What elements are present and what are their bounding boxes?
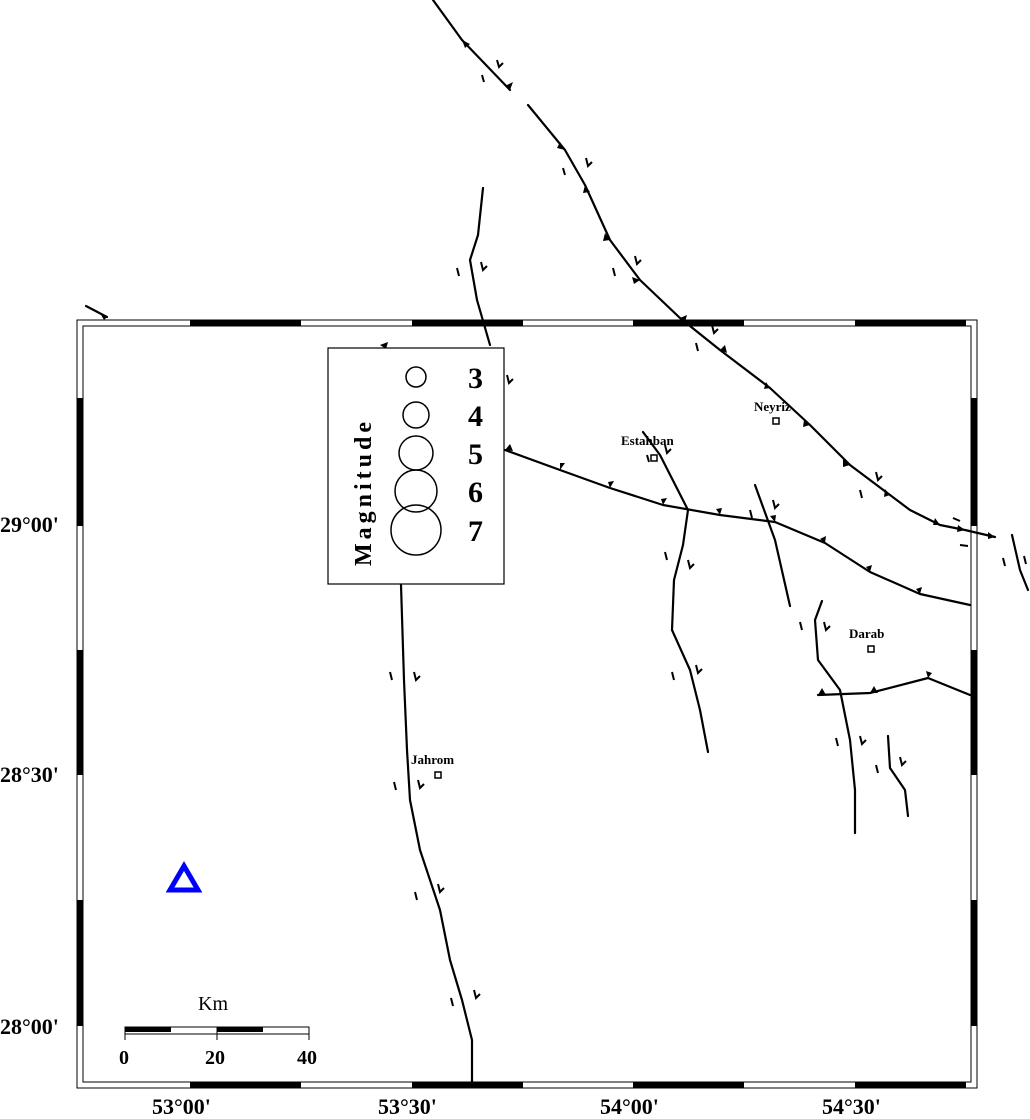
lat-label-29-00: 29°00' bbox=[0, 512, 59, 537]
legend-circle-3 bbox=[405, 366, 427, 388]
strikeslip-arrows bbox=[389, 59, 1027, 1007]
legend-circle-7 bbox=[390, 504, 442, 556]
longitude-labels: 53°00' 53°30' 54°00' 54°30' bbox=[152, 1094, 881, 1119]
city-neyriz: Neyriz bbox=[754, 399, 791, 425]
legend-title: Magnitude bbox=[351, 418, 377, 566]
fault-estahban-thrust bbox=[503, 448, 972, 607]
legend-label-7: 7 bbox=[468, 515, 483, 548]
fault-east-edge bbox=[1010, 533, 1030, 592]
fault-estahban-strikeslip bbox=[641, 430, 710, 754]
faults bbox=[84, 0, 1030, 1084]
magnitude-legend: Magnitude 3 4 5 6 7 bbox=[327, 347, 505, 585]
lat-label-28-00: 28°00' bbox=[0, 1014, 59, 1039]
lon-label-53-00: 53°00' bbox=[152, 1094, 211, 1119]
station-triangle-icon bbox=[165, 861, 203, 893]
legend-circle-4 bbox=[402, 401, 430, 429]
lon-label-54-30: 54°30' bbox=[822, 1094, 881, 1119]
fault-jahrom bbox=[399, 583, 474, 1084]
latitude-labels: 29°00' 28°30' 28°00' bbox=[0, 512, 59, 1039]
scale-bar: Km 0 20 40 bbox=[119, 993, 317, 1069]
lat-label-28-30: 28°30' bbox=[0, 762, 59, 787]
fault-darab bbox=[813, 599, 857, 835]
fault-north-central bbox=[468, 186, 492, 347]
city-label-jahrom: Jahrom bbox=[411, 752, 454, 767]
city-label-neyriz: Neyriz bbox=[754, 399, 791, 414]
scale-label-20: 20 bbox=[205, 1047, 225, 1069]
city-label-estahban: Estahban bbox=[621, 433, 675, 448]
thrust-teeth bbox=[100, 40, 995, 695]
fault-neyriz-south bbox=[753, 483, 792, 608]
fault-east-small bbox=[886, 734, 910, 818]
city-label-darab: Darab bbox=[849, 626, 884, 641]
fault-main-thrust bbox=[431, 0, 997, 539]
legend-label-3: 3 bbox=[468, 362, 483, 395]
city-darab: Darab bbox=[849, 626, 884, 653]
city-estahban: Estahban bbox=[621, 433, 675, 462]
legend-circle-6 bbox=[394, 469, 438, 513]
fault-darab-thrust bbox=[816, 676, 972, 697]
lon-label-54-00: 54°00' bbox=[600, 1094, 659, 1119]
city-jahrom: Jahrom bbox=[411, 752, 454, 779]
legend-label-6: 6 bbox=[468, 476, 483, 509]
scale-label-0: 0 bbox=[119, 1047, 129, 1069]
scale-label-40: 40 bbox=[297, 1047, 317, 1069]
scale-unit: Km bbox=[198, 993, 228, 1015]
legend-label-5: 5 bbox=[468, 438, 483, 471]
lon-label-53-30: 53°30' bbox=[378, 1094, 437, 1119]
legend-label-4: 4 bbox=[468, 400, 483, 433]
map-frame bbox=[76, 319, 978, 1089]
